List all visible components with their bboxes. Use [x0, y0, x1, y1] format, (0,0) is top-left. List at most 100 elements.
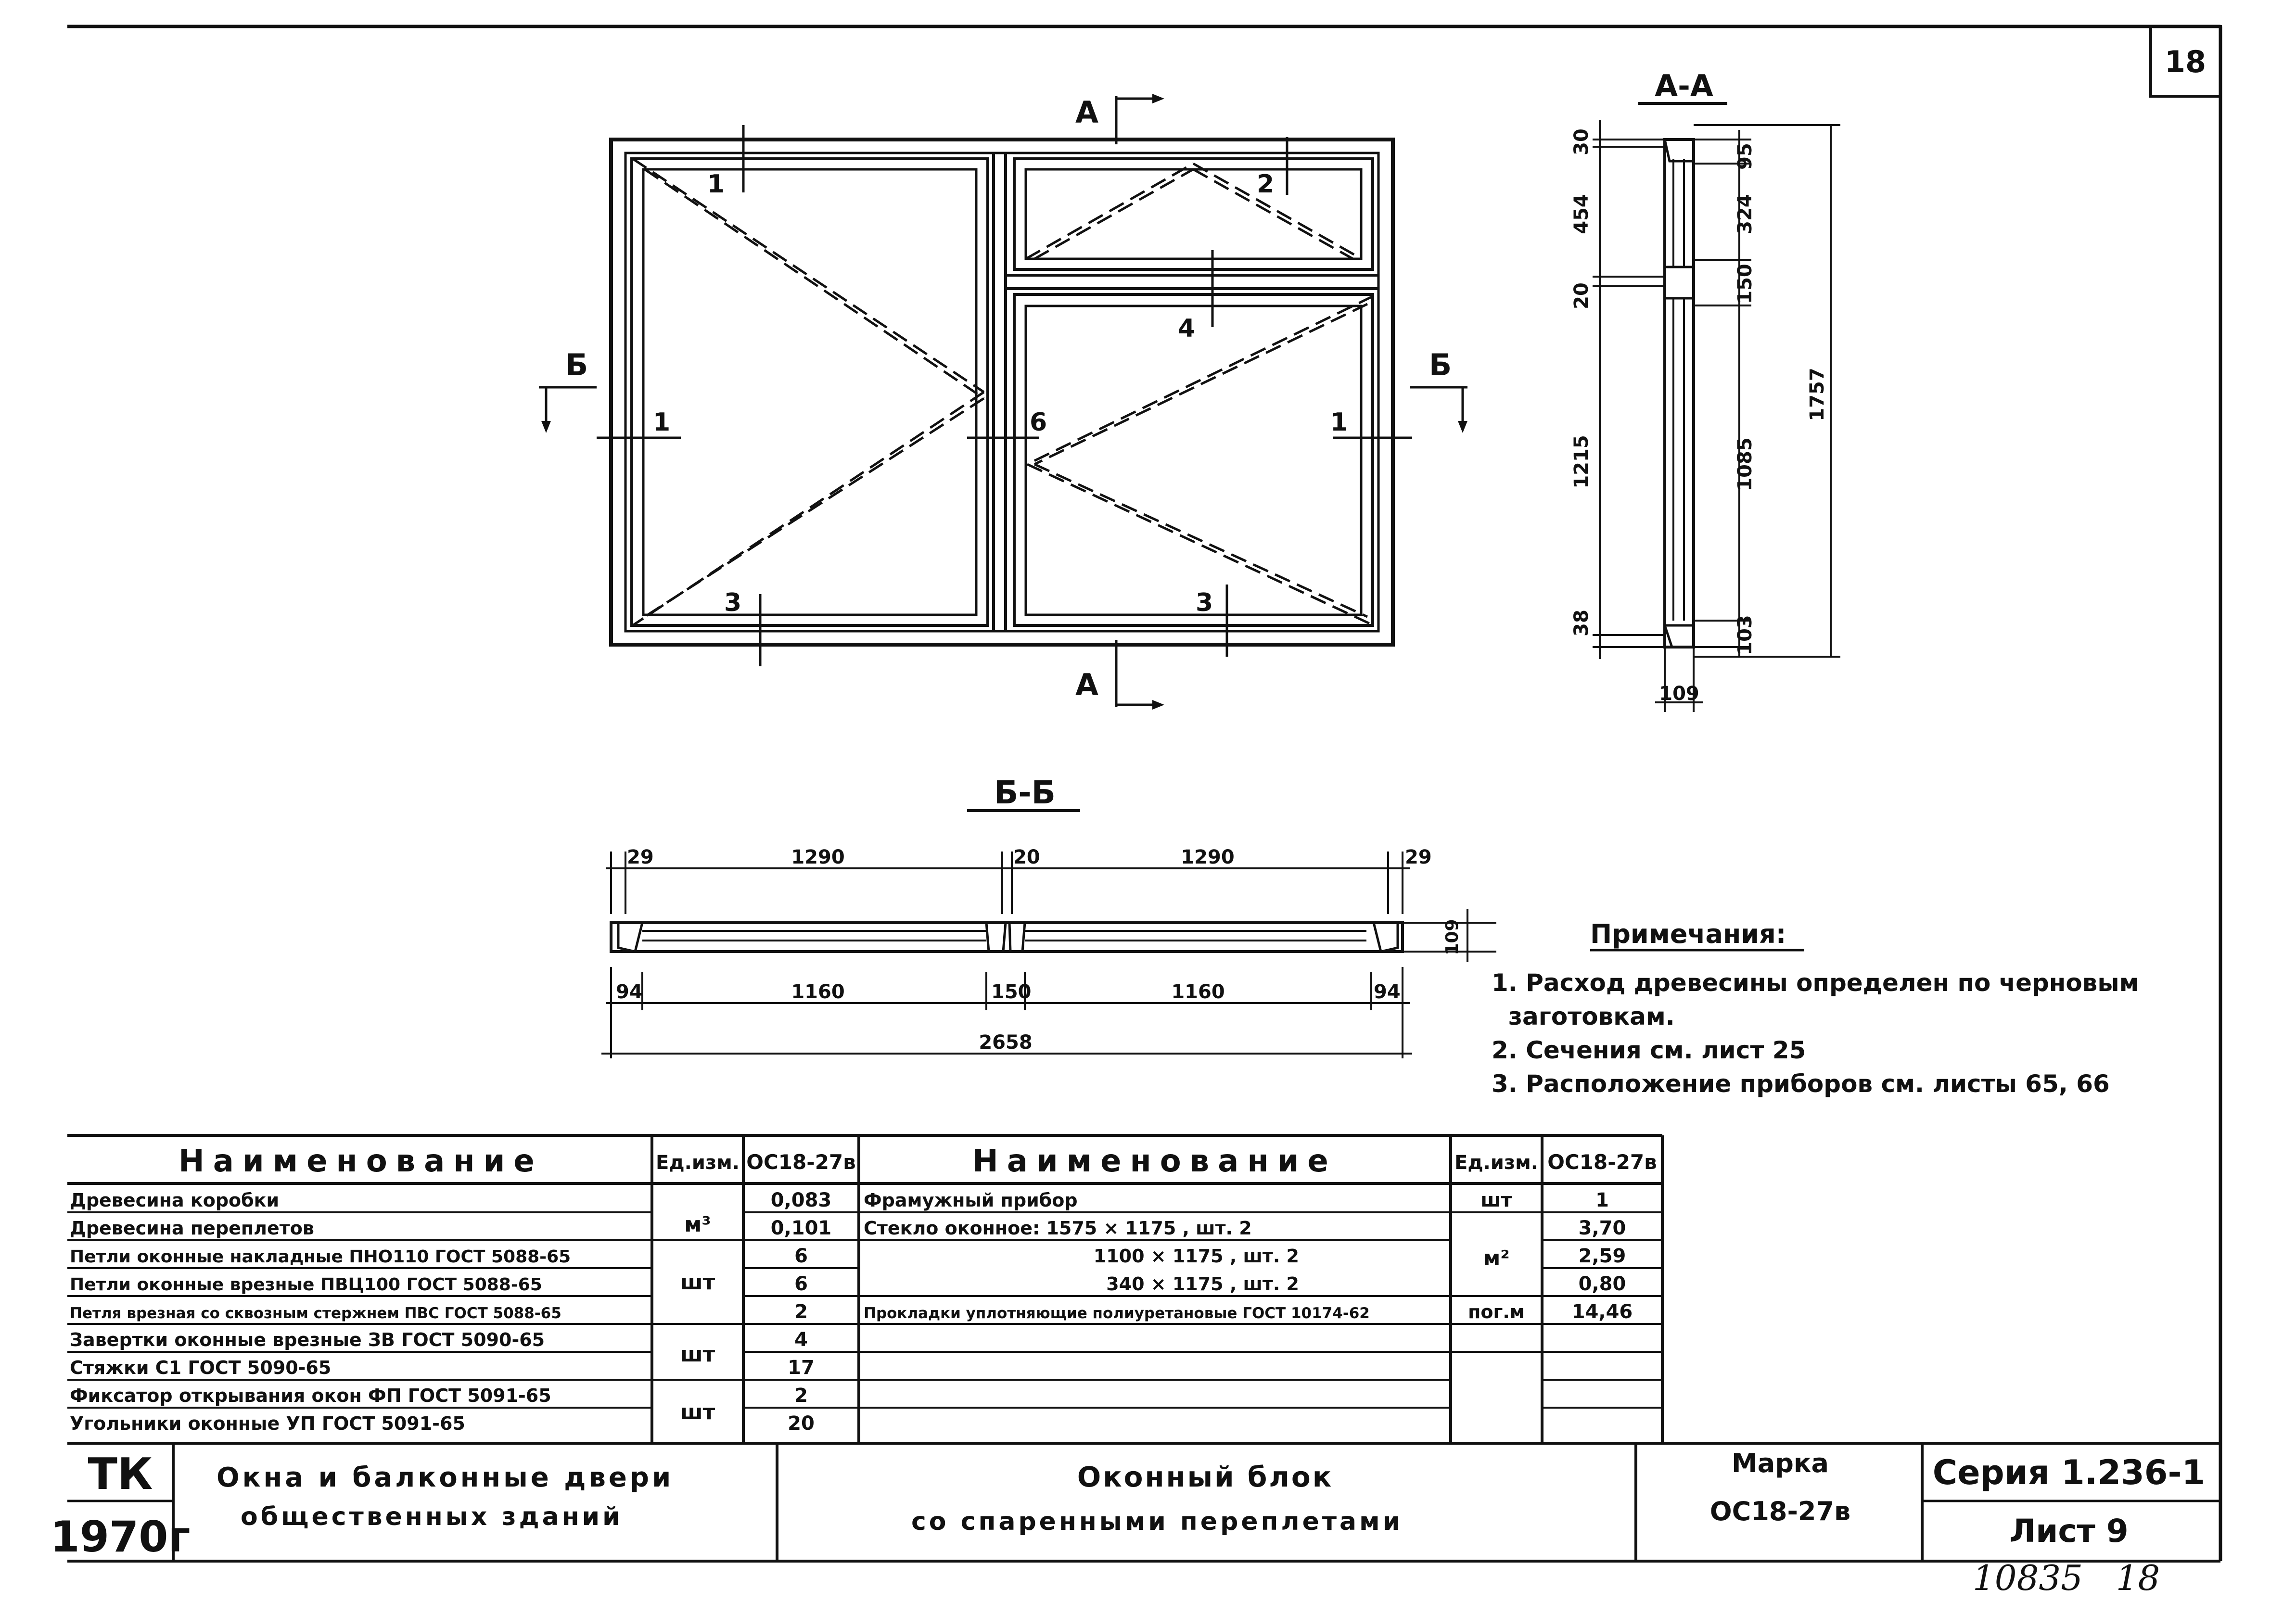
left-row-value: 2: [794, 1385, 808, 1407]
right-row-value: 3,70: [1579, 1217, 1626, 1239]
window-elevation: А А Б Б 1 2 1: [539, 94, 1467, 710]
series: Серия 1.236-1: [1933, 1453, 2206, 1492]
bb-dim-109: 109: [1442, 919, 1462, 955]
left-row-value: 6: [794, 1273, 808, 1295]
marker-1-top-left: 1: [707, 170, 725, 199]
left-unit-sht: шт: [680, 1400, 715, 1424]
left-header-unit: Ед.изм.: [656, 1152, 740, 1174]
section-aa-view: А-А 30 454 20 1215 3: [1570, 68, 1840, 712]
left-row-name: Завертки оконные врезные ЗВ ГОСТ 5090-65: [70, 1329, 545, 1350]
bb-dim-1290-left: 1290: [791, 846, 844, 868]
aa-dim-30: 30: [1570, 128, 1593, 155]
title-block: ТК 1970г Окна и балконные двери обществе…: [51, 1442, 2220, 1562]
aa-dim-109: 109: [1659, 683, 1699, 705]
note-3: 3. Расположение приборов см. листы 65, 6…: [1492, 1070, 2110, 1098]
left-unit-sht: шт: [680, 1270, 715, 1295]
aa-dim-103: 103: [1734, 615, 1756, 655]
left-row-name: Петля врезная со сквозным стержнем ПВС Г…: [70, 1305, 561, 1322]
left-row-name: Петли оконные врезные ПВЦ100 ГОСТ 5088-6…: [70, 1275, 542, 1295]
note-1: 1. Расход древесины определен по черновы…: [1492, 969, 2139, 997]
right-row-value: 14,46: [1572, 1301, 1633, 1323]
left-row-value: 20: [788, 1412, 815, 1435]
left-row-value: 2: [794, 1301, 808, 1323]
right-header-mark: ОС18-27в: [1547, 1150, 1657, 1174]
right-header-name: Наименование: [972, 1144, 1337, 1179]
bb-dim-1160-left: 1160: [791, 981, 844, 1003]
right-row-name: Прокладки уплотняющие полиуретановые ГОС…: [864, 1305, 1370, 1322]
marker-4-rail: 4: [1178, 314, 1195, 343]
left-row-value: 17: [788, 1357, 815, 1379]
bb-dim-94-right: 94: [1374, 981, 1401, 1003]
right-unit-sht: шт: [1480, 1189, 1512, 1211]
corner-number: 18: [2165, 44, 2206, 79]
aa-dim-95: 95: [1734, 143, 1756, 170]
handwritten-number: 10835 18: [1973, 1558, 2160, 1598]
marker-3-left: 3: [724, 588, 741, 617]
bb-dim-94-left: 94: [616, 981, 643, 1003]
right-header-unit: Ед.изм.: [1454, 1152, 1538, 1174]
bb-dim-29-left: 29: [627, 846, 654, 868]
org-code: ТК: [88, 1449, 153, 1500]
section-aa-label-bottom: А: [1075, 667, 1098, 702]
section-aa-label-top: А: [1075, 95, 1098, 130]
sheet-title-2: со спаренными переплетами: [911, 1507, 1403, 1536]
section-aa-cut: А А: [1075, 94, 1164, 710]
aa-dim-150: 150: [1734, 264, 1756, 304]
aa-dim-1215: 1215: [1570, 435, 1593, 488]
right-row-name: Фрамужный прибор: [864, 1190, 1078, 1211]
sheet-number: Лист 9: [2009, 1513, 2128, 1550]
bb-dim-150: 150: [991, 981, 1032, 1003]
corner-number-box: 18: [2149, 25, 2222, 98]
marker-1-right: 1: [1330, 408, 1348, 437]
marka-label: Марка: [1732, 1448, 1829, 1478]
section-aa-title: А-А: [1655, 68, 1713, 103]
left-unit-sht: шт: [680, 1342, 715, 1367]
left-row-value: 6: [794, 1245, 808, 1267]
aa-dim-20: 20: [1570, 282, 1593, 309]
right-unit-m2: м²: [1483, 1246, 1509, 1271]
spec-table: Наименование Ед.изм. ОС18-27в Наименован…: [67, 1134, 1664, 1443]
note-2: 2. Сечения см. лист 25: [1492, 1036, 1806, 1064]
aa-dim-324: 324: [1734, 194, 1756, 234]
aa-dim-1085: 1085: [1734, 437, 1756, 491]
bb-dim-1160-right: 1160: [1171, 981, 1225, 1003]
section-bb-label-right: Б: [1429, 347, 1452, 382]
opening-lines: [632, 157, 1375, 627]
right-row-value: 2,59: [1579, 1245, 1626, 1267]
notes: Примечания: 1. Расход древесины определе…: [1492, 919, 2139, 1098]
right-row-value: 0,80: [1579, 1273, 1626, 1295]
left-row-value: 4: [794, 1329, 808, 1351]
aa-dim-total: 1757: [1806, 368, 1828, 421]
sheet-title-1: Оконный блок: [1077, 1461, 1333, 1493]
right-row-name: 1100 × 1175 , шт. 2: [1094, 1246, 1299, 1267]
marker-1-left: 1: [653, 408, 670, 437]
section-bb-title: Б-Б: [994, 774, 1056, 811]
detail-markers: 1 2 1 6 1 4 3 3: [597, 125, 1412, 666]
section-bb-cut: Б Б: [539, 347, 1467, 433]
left-row-name: Угольники оконные УП ГОСТ 5091-65: [70, 1413, 465, 1434]
note-1-cont: заготовкам.: [1508, 1003, 1675, 1030]
org-year: 1970г: [51, 1512, 191, 1562]
left-unit-m3: м³: [684, 1212, 711, 1237]
section-bb-view: Б-Б 29 1290 20 1290 29 109: [601, 774, 1496, 1058]
left-row-value: 0,083: [771, 1189, 832, 1211]
right-row-name: Стекло оконное: 1575 × 1175 , шт. 2: [864, 1218, 1252, 1239]
marker-2-transom: 2: [1257, 170, 1274, 199]
right-unit-pogm: пог.м: [1468, 1301, 1525, 1322]
aa-dim-454: 454: [1570, 194, 1593, 234]
right-row-name: 340 × 1175 , шт. 2: [1106, 1273, 1299, 1295]
section-bb-label-left: Б: [565, 347, 588, 382]
aa-dim-38: 38: [1570, 610, 1593, 636]
left-header-name: Наименование: [179, 1144, 543, 1179]
marker-3-right: 3: [1196, 588, 1213, 617]
sheet-frame: [67, 25, 2222, 1563]
notes-title: Примечания:: [1590, 919, 1786, 949]
left-row-name: Стяжки С1 ГОСТ 5090-65: [70, 1357, 331, 1378]
right-row-value: 1: [1595, 1189, 1609, 1211]
marka-value: ОС18-27в: [1710, 1496, 1850, 1526]
left-row-name: Петли оконные накладные ПНО110 ГОСТ 5088…: [70, 1247, 571, 1267]
project-title-2: общественных зданий: [241, 1502, 623, 1531]
left-row-name: Фиксатор открывания окон ФП ГОСТ 5091-65: [70, 1385, 551, 1406]
left-header-mark: ОС18-27в: [746, 1150, 855, 1174]
